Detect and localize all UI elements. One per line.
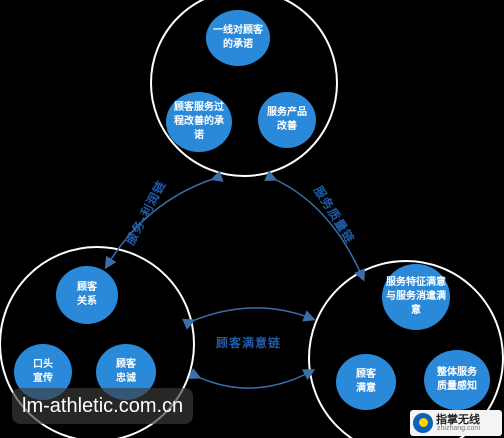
left-link-arrow xyxy=(104,170,224,270)
node-product-improvement-label: 服务产品改善 xyxy=(267,107,307,132)
watermark-text: lm-athletic.com.cn xyxy=(12,388,194,424)
bottom-link-arrow-upper xyxy=(182,307,316,330)
brand-logo-icon xyxy=(413,413,433,433)
node-customer-satisfaction-label: 顾客满意 xyxy=(356,369,376,394)
link-label-customer-satisfaction: 顾客满意链 xyxy=(216,336,282,350)
node-frontline-commitment: 一线对顾客的承诺 xyxy=(206,10,270,66)
node-feature-satisfaction-label: 服务特征满意与服务消遣满意 xyxy=(386,277,446,316)
right-group-ring xyxy=(308,260,504,438)
brand-badge: 指掌无线 zhizhang.com xyxy=(410,410,502,436)
top-group-ring xyxy=(150,0,338,177)
node-service-quality-perception-label: 整体服务质量感知 xyxy=(437,367,477,392)
node-customer-relationship: 顾客关系 xyxy=(56,266,118,324)
node-process-improvement: 顾客服务过程改善的承诺 xyxy=(166,92,232,152)
bottom-link-arrow-lower xyxy=(188,368,316,389)
node-customer-satisfaction: 顾客满意 xyxy=(336,354,396,410)
node-customer-loyalty-label: 顾客忠诚 xyxy=(116,359,136,384)
node-service-quality-perception: 整体服务质量感知 xyxy=(424,350,490,410)
node-frontline-commitment-label: 一线对顾客的承诺 xyxy=(213,25,263,50)
node-process-improvement-label: 顾客服务过程改善的承诺 xyxy=(174,102,224,141)
node-feature-satisfaction: 服务特征满意与服务消遣满意 xyxy=(382,264,450,330)
brand-url: zhizhang.com xyxy=(437,425,481,432)
right-link-arrow xyxy=(264,170,366,282)
node-product-improvement: 服务产品改善 xyxy=(258,92,316,148)
left-group-ring xyxy=(0,246,195,438)
node-word-of-mouth-label: 口头宣传 xyxy=(33,359,53,384)
brand-name: 指掌无线 xyxy=(436,413,480,426)
node-customer-relationship-label: 顾客关系 xyxy=(77,282,97,307)
